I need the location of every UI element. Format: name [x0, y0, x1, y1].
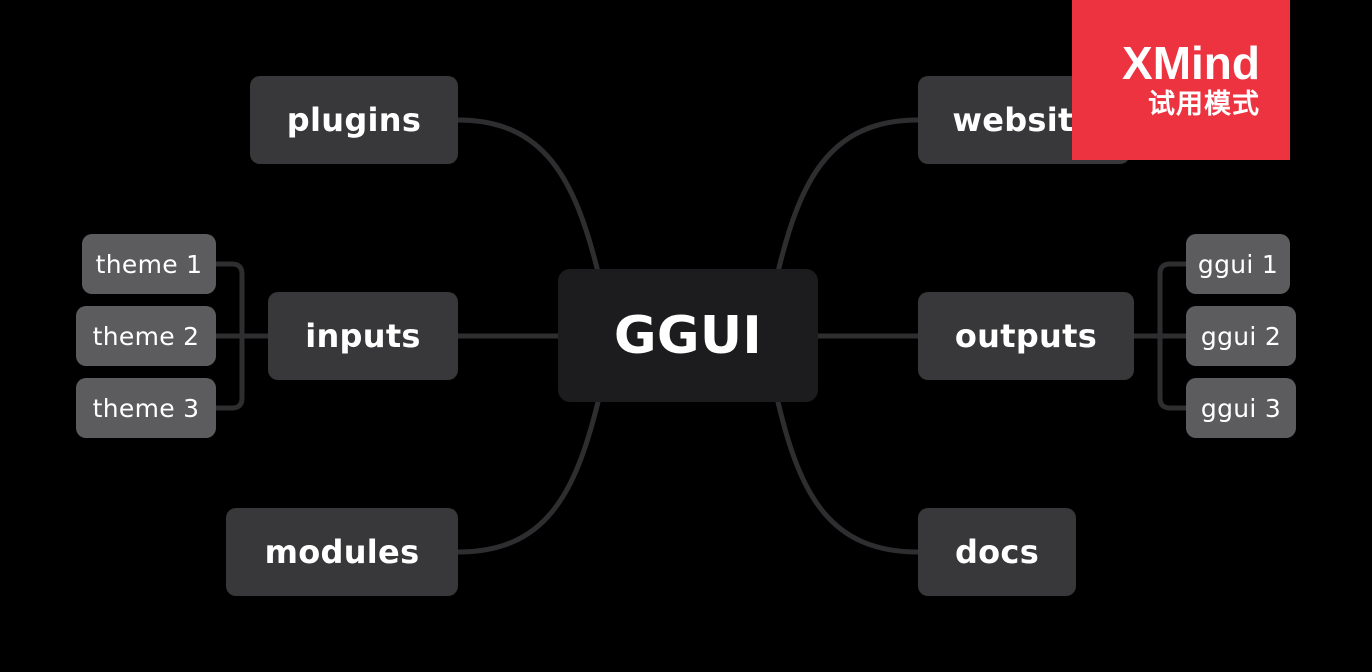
connector-docs: [775, 399, 921, 555]
watermark-title: XMind: [1122, 37, 1260, 89]
subtopic-ggui-2[interactable]: ggui 2: [1186, 306, 1296, 366]
subtopic-theme-3[interactable]: theme 3: [76, 378, 216, 438]
subtopic-theme-1[interactable]: theme 1: [82, 234, 216, 294]
connector-modules: [455, 399, 601, 555]
connector-ggui: [1131, 261, 1189, 411]
topic-modules[interactable]: modules: [226, 508, 458, 596]
topic-outputs[interactable]: outputs: [918, 292, 1134, 380]
watermark-subtitle: 试用模式: [1148, 89, 1260, 120]
subtopic-ggui-3[interactable]: ggui 3: [1186, 378, 1296, 438]
trial-watermark: XMind 试用模式: [1072, 0, 1290, 160]
central-topic[interactable]: GGUI: [558, 269, 818, 402]
subtopic-theme-2[interactable]: theme 2: [76, 306, 216, 366]
connector-plugins: [455, 117, 601, 275]
connector-themes: [213, 261, 271, 411]
subtopic-ggui-1[interactable]: ggui 1: [1186, 234, 1290, 294]
topic-docs[interactable]: docs: [918, 508, 1076, 596]
topic-plugins[interactable]: plugins: [250, 76, 458, 164]
connector-website: [775, 117, 921, 275]
topic-inputs[interactable]: inputs: [268, 292, 458, 380]
